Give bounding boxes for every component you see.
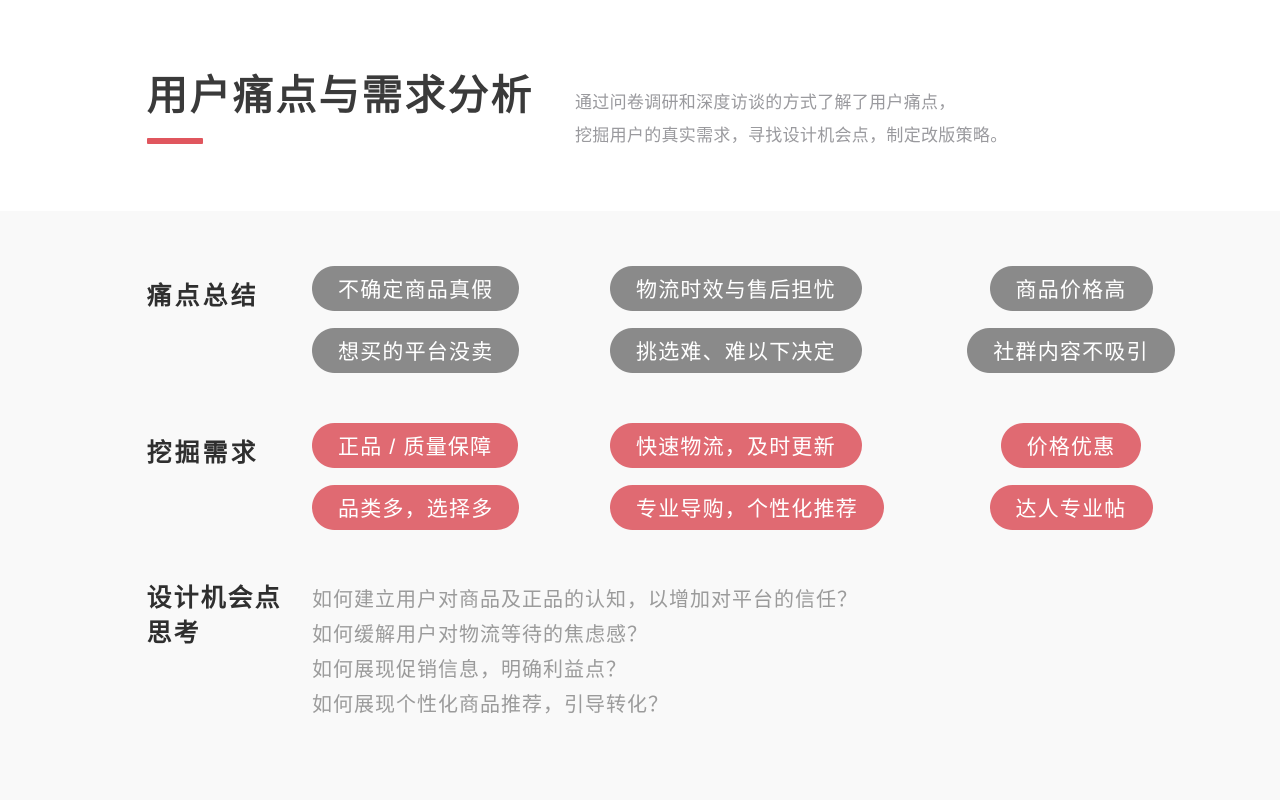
painpoint-pill[interactable]: 商品价格高 (989, 266, 1153, 311)
painpoint-pill[interactable]: 不确定商品真假 (312, 266, 520, 311)
section-needs: 挖掘需求 正品 / 质量保障 品类多，选择多 快速物流，及时更新 专业导购，个性… (147, 423, 1178, 530)
painpoints-columns: 不确定商品真假 想买的平台没卖 物流时效与售后担忧 挑选难、难以下决定 商品价格… (312, 266, 1178, 373)
section-needs-label: 挖掘需求 (147, 439, 260, 467)
title-block: 用户痛点与需求分析 (147, 72, 567, 145)
opportunity-question: 如何缓解用户对物流等待的焦虑感？ (312, 624, 648, 646)
painpoints-column-1: 不确定商品真假 想买的平台没卖 (312, 266, 564, 373)
painpoint-pill[interactable]: 挑选难、难以下决定 (610, 328, 862, 373)
need-pill[interactable]: 价格优惠 (1000, 423, 1142, 468)
subtitle-line-1: 通过问卷调研和深度访谈的方式了解了用户痛点， (575, 93, 956, 112)
body-band: 痛点总结 不确定商品真假 想买的平台没卖 物流时效与售后担忧 挑选难、难以下决定… (0, 211, 1280, 800)
header-inner: 用户痛点与需求分析 通过问卷调研和深度访谈的方式了解了用户痛点， 挖掘用户的真实… (147, 72, 1008, 152)
opportunity-question: 如何展现促销信息，明确利益点？ (312, 659, 627, 681)
needs-column-2: 快速物流，及时更新 专业导购，个性化推荐 (610, 423, 918, 530)
need-pill[interactable]: 品类多，选择多 (312, 485, 520, 530)
need-pill[interactable]: 专业导购，个性化推荐 (610, 485, 884, 530)
need-pill[interactable]: 达人专业帖 (989, 485, 1153, 530)
subtitle-block: 通过问卷调研和深度访谈的方式了解了用户痛点， 挖掘用户的真实需求，寻找设计机会点… (575, 74, 1008, 152)
needs-column-3: 价格优惠 达人专业帖 (964, 423, 1178, 530)
opportunity-label-line-2: 思考 (147, 619, 202, 647)
opportunity-question: 如何建立用户对商品及正品的认知，以增加对平台的信任？ (312, 589, 858, 611)
title-accent-rule (147, 138, 203, 145)
needs-column-1: 正品 / 质量保障 品类多，选择多 (312, 423, 564, 530)
need-pill[interactable]: 正品 / 质量保障 (312, 423, 519, 468)
opportunity-question-list: 如何建立用户对商品及正品的认知，以增加对平台的信任？ 如何缓解用户对物流等待的焦… (312, 579, 858, 723)
needs-columns: 正品 / 质量保障 品类多，选择多 快速物流，及时更新 专业导购，个性化推荐 价… (312, 423, 1178, 530)
painpoints-column-3: 商品价格高 社群内容不吸引 (964, 266, 1178, 373)
section-painpoints-label: 痛点总结 (147, 282, 260, 310)
painpoint-pill[interactable]: 物流时效与售后担忧 (610, 266, 862, 311)
subtitle-line-2: 挖掘用户的真实需求，寻找设计机会点，制定改版策略。 (575, 126, 1008, 145)
painpoint-pill[interactable]: 想买的平台没卖 (312, 328, 520, 373)
need-pill[interactable]: 快速物流，及时更新 (610, 423, 862, 468)
painpoint-pill[interactable]: 社群内容不吸引 (967, 328, 1175, 373)
page-title: 用户痛点与需求分析 (147, 72, 534, 118)
section-opportunity-label: 设计机会点 思考 (147, 579, 312, 651)
painpoints-column-2: 物流时效与售后担忧 挑选难、难以下决定 (610, 266, 918, 373)
header-band: 用户痛点与需求分析 通过问卷调研和深度访谈的方式了解了用户痛点， 挖掘用户的真实… (0, 0, 1280, 211)
opportunity-label-line-1: 设计机会点 (147, 584, 283, 612)
opportunity-question: 如何展现个性化商品推荐，引导转化？ (312, 694, 669, 716)
section-opportunity: 设计机会点 思考 如何建立用户对商品及正品的认知，以增加对平台的信任？ 如何缓解… (147, 579, 858, 723)
section-painpoints: 痛点总结 不确定商品真假 想买的平台没卖 物流时效与售后担忧 挑选难、难以下决定… (147, 266, 1178, 373)
